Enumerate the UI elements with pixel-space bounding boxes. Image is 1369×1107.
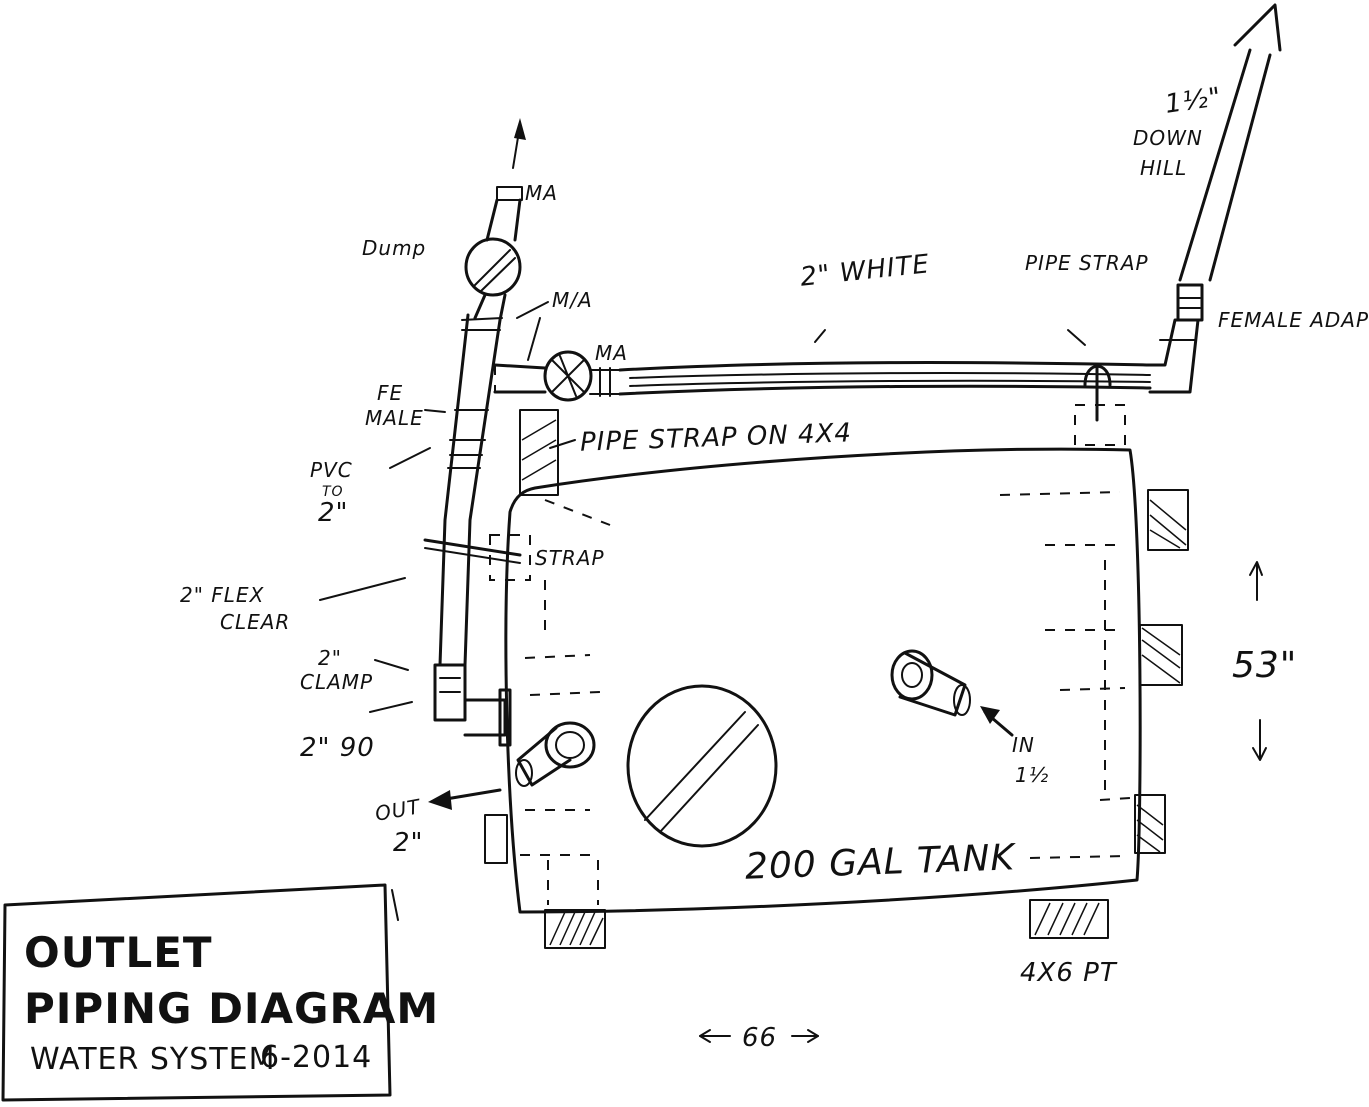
pipe-strap-right bbox=[1074, 363, 1126, 446]
dimension-arrows bbox=[699, 561, 1267, 1043]
inlet-arrow bbox=[980, 706, 1014, 737]
label-flex-line2: CLEAR bbox=[220, 610, 291, 634]
label-in-line1: IN bbox=[1012, 733, 1035, 757]
title-block-frame bbox=[1, 883, 399, 1102]
label-two-90: 2" 90 bbox=[300, 733, 375, 763]
label-width: 66 bbox=[742, 1023, 778, 1053]
label-pt: 4X6 PT bbox=[1020, 958, 1117, 988]
label-out-line2: 2" bbox=[393, 828, 424, 858]
label-clamp-line1: 2" bbox=[318, 646, 342, 670]
label-flex-line1: 2" FLEX bbox=[180, 583, 265, 607]
label-to: TO bbox=[322, 484, 344, 500]
white-pipe bbox=[618, 361, 1152, 396]
label-height: 53" bbox=[1232, 645, 1298, 686]
title-date: 6-2014 bbox=[260, 1040, 373, 1075]
label-fe: FE bbox=[377, 381, 404, 405]
label-female-adapter: FEMALE ADAPT bbox=[1218, 308, 1369, 332]
label-dump: Dump bbox=[362, 236, 427, 260]
title-line2: PIPING DIAGRAM bbox=[24, 984, 440, 1033]
label-pipe-strap-top: PIPE STRAP bbox=[1025, 251, 1149, 275]
label-ma-top: MA bbox=[525, 181, 558, 205]
tank-lid bbox=[626, 684, 778, 848]
title-line1: OUTLET bbox=[24, 928, 213, 977]
support-blocks bbox=[484, 409, 1189, 949]
tank-support-dashes bbox=[520, 491, 1131, 905]
inlet-fitting bbox=[890, 649, 971, 717]
riser-pipe bbox=[423, 313, 522, 667]
elbow-90 bbox=[433, 663, 512, 747]
label-in-line2: 1½ bbox=[1015, 763, 1050, 787]
female-adapter bbox=[1148, 283, 1204, 394]
leader-arrows bbox=[319, 301, 1086, 713]
title-line3: WATER SYSTEM bbox=[30, 1042, 276, 1077]
outlet-fitting bbox=[515, 721, 596, 787]
label-tank: 200 GAL TANK bbox=[744, 837, 1016, 888]
label-one-half: 1½" bbox=[1163, 82, 1224, 120]
label-strap: STRAP bbox=[535, 546, 605, 570]
label-clamp-line2: CLAMP bbox=[300, 670, 374, 694]
downhill-pipe bbox=[1178, 3, 1282, 282]
label-two-in: 2" bbox=[318, 498, 349, 528]
tank-body bbox=[504, 447, 1142, 914]
label-ma-right: MA bbox=[595, 341, 628, 365]
label-pvc: PVC bbox=[310, 458, 353, 482]
label-down: DOWN bbox=[1133, 126, 1203, 150]
label-ma-mid: M/A bbox=[552, 288, 593, 312]
outlet-arrow bbox=[428, 788, 502, 810]
label-hill: HILL bbox=[1140, 156, 1188, 180]
strap-box bbox=[489, 534, 531, 581]
ball-valve bbox=[493, 350, 621, 402]
label-male: MALE bbox=[365, 406, 424, 430]
dump-valve bbox=[464, 118, 526, 322]
